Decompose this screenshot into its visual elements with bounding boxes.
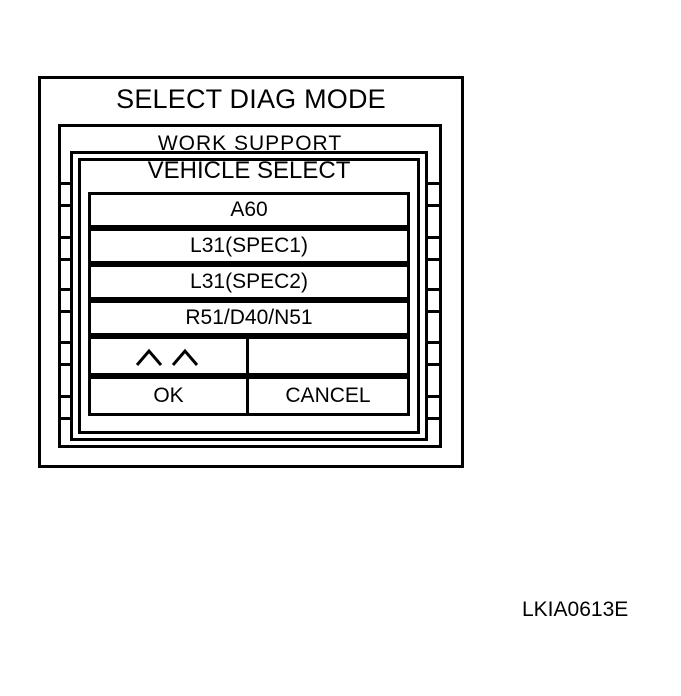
hidden-item-edge bbox=[58, 341, 72, 366]
vehicle-option-l31-spec2[interactable]: L31(SPEC2) bbox=[88, 264, 410, 300]
figure-code: LKIA0613E bbox=[522, 598, 629, 621]
dialog-title: VEHICLE SELECT bbox=[147, 157, 351, 184]
hidden-item-edge bbox=[58, 182, 72, 207]
vehicle-option-a60[interactable]: A60 bbox=[88, 192, 410, 228]
hidden-item-edge bbox=[58, 288, 72, 313]
hidden-item-edge bbox=[425, 236, 439, 261]
ok-button[interactable]: OK bbox=[88, 376, 249, 416]
hidden-item-edge bbox=[58, 395, 72, 420]
hidden-item-edge bbox=[425, 341, 439, 366]
vehicle-option-l31-spec1[interactable]: L31(SPEC1) bbox=[88, 228, 410, 264]
screen-title: SELECT DIAG MODE bbox=[116, 84, 386, 114]
cancel-button[interactable]: CANCEL bbox=[246, 376, 410, 416]
double-chevron-up-icon bbox=[135, 348, 198, 366]
hidden-item-edge bbox=[425, 182, 439, 207]
work-support-item[interactable]: WORK SUPPORT bbox=[157, 132, 343, 150]
vehicle-option-r51-d40-n51[interactable]: R51/D40/N51 bbox=[88, 300, 410, 336]
hidden-item-edge bbox=[425, 395, 439, 420]
hidden-item-edge bbox=[58, 236, 72, 261]
scroll-up-button[interactable] bbox=[88, 336, 249, 376]
empty-button-slot bbox=[246, 336, 410, 376]
hidden-item-edge bbox=[425, 288, 439, 313]
